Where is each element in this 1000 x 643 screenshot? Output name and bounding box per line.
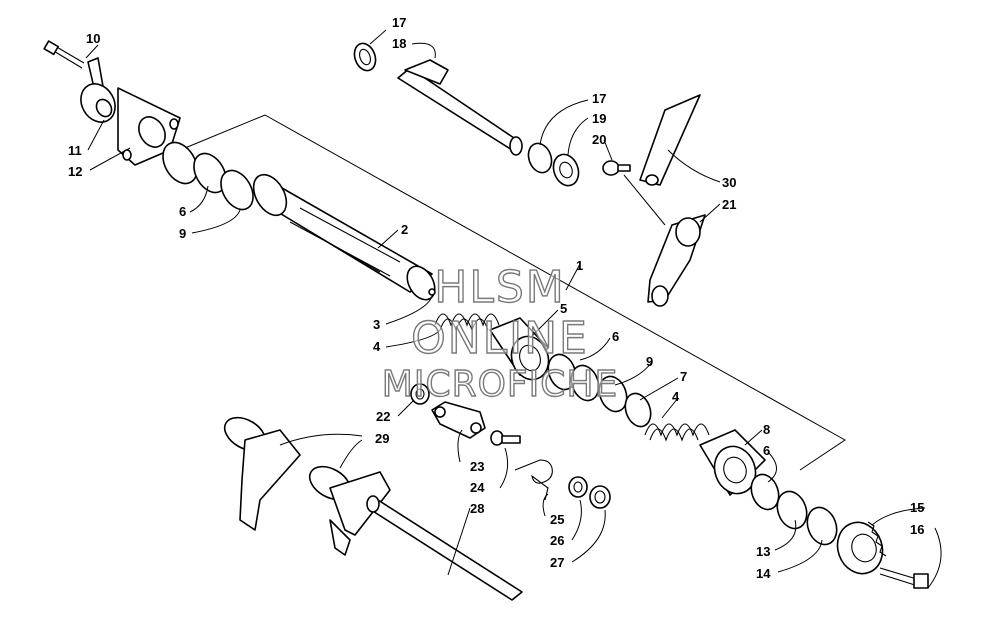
callout-2: 2 [401, 222, 408, 237]
callout-25: 25 [550, 512, 564, 527]
leader-lines [85, 29, 942, 589]
part-17-19-washer-seal [527, 142, 580, 187]
callout-9-middle: 9 [646, 354, 653, 369]
callout-23: 23 [470, 459, 484, 474]
part-20-bolt [602, 160, 631, 176]
callout-27: 27 [550, 555, 564, 570]
part-2-shift-drum [252, 173, 436, 301]
part-18-shift-shaft [397, 59, 523, 156]
callout-20: 20 [592, 132, 606, 147]
callout-21: 21 [722, 197, 736, 212]
part-12-plate [117, 87, 181, 166]
part-6-7-9-rings-middle [547, 353, 652, 428]
part-6-13-14-rings-right [750, 473, 838, 546]
callout-6-left: 6 [179, 204, 186, 219]
part-25-spring [514, 459, 553, 501]
part-29-fork-left [223, 416, 351, 556]
part-10-bolt [43, 40, 85, 69]
part-8-collar [699, 429, 766, 496]
callout-26: 26 [550, 533, 564, 548]
callout-labels: 10 11 12 6 9 2 3 4 1 5 6 9 7 4 8 6 13 14… [68, 15, 924, 581]
callout-28: 28 [470, 501, 484, 516]
callout-10: 10 [86, 31, 100, 46]
part-30-link [639, 94, 701, 186]
part-23-stopper-lever [431, 401, 486, 439]
part-21-lever [647, 214, 706, 307]
assembly-bracket-line [184, 114, 846, 471]
part-6-9-rings-left [162, 141, 254, 211]
callout-14: 14 [756, 566, 771, 581]
callout-9-left: 9 [179, 226, 186, 241]
callout-17-top: 17 [392, 15, 406, 30]
callout-6-middle: 6 [612, 329, 619, 344]
callout-3: 3 [373, 317, 380, 332]
part-22-washer [410, 383, 430, 405]
part-28-fork-shaft [366, 495, 523, 601]
callout-30: 30 [722, 175, 736, 190]
callout-4-upper: 4 [373, 339, 381, 354]
part-11-shift-arm [80, 57, 116, 123]
callout-5: 5 [560, 301, 567, 316]
part-26-washer [568, 476, 588, 498]
callout-13: 13 [756, 544, 770, 559]
callout-18: 18 [392, 36, 406, 51]
part-17-washer-top [353, 42, 377, 72]
callout-16: 16 [910, 522, 924, 537]
callout-17-right: 17 [592, 91, 606, 106]
callout-29: 29 [375, 431, 389, 446]
callout-4-lower: 4 [672, 389, 680, 404]
part-16-bolt [879, 567, 929, 589]
part-27-nut [589, 485, 611, 509]
callout-7: 7 [680, 369, 687, 384]
part-15-gear [836, 521, 887, 575]
part-5-cam [489, 317, 550, 381]
callout-1: 1 [576, 258, 583, 273]
callout-15: 15 [910, 500, 924, 515]
part-4-spring-upper [434, 313, 500, 332]
callout-19: 19 [592, 111, 606, 126]
callout-8: 8 [763, 422, 770, 437]
callout-12: 12 [68, 164, 82, 179]
callout-22: 22 [376, 409, 390, 424]
part-4-spring-lower [644, 423, 710, 442]
callout-24: 24 [470, 480, 485, 495]
callout-11: 11 [68, 143, 82, 158]
part-24-bolt [490, 430, 521, 446]
callout-6-right: 6 [763, 443, 770, 458]
